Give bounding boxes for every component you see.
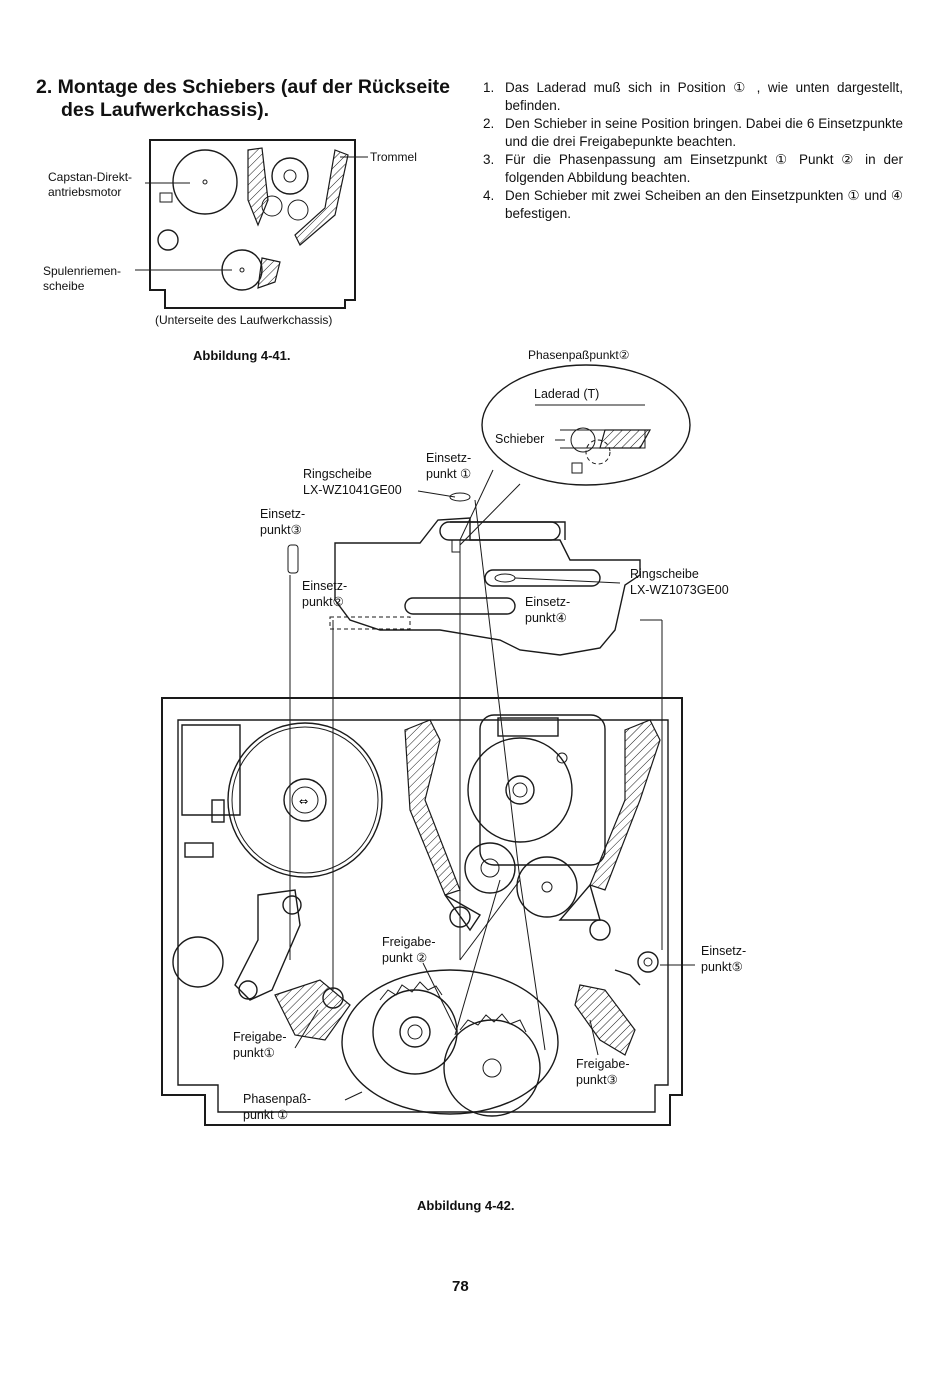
label-capstan-line2: antriebsmotor: [48, 185, 122, 199]
label-einsetz1-line1: Einsetz-: [426, 451, 472, 465]
instruction-step: 4.Den Schieber mit zwei Scheiben an den …: [483, 188, 903, 221]
instruction-step: 1.Das Laderad muß sich in Position ① , w…: [483, 80, 903, 113]
gear-left: [372, 989, 458, 1075]
label-freigabe3-line2: punkt③: [576, 1073, 618, 1087]
label-einsetz5-line1: Einsetz-: [701, 944, 747, 958]
instruction-list: 1.Das Laderad muß sich in Position ① , w…: [483, 79, 903, 223]
slider-outline: [334, 517, 641, 656]
chassis-outline: [161, 697, 683, 1126]
reel-disc: [227, 722, 383, 878]
gear-right: [443, 1019, 541, 1117]
instruction-step: 3.Für die Phasenpassung am Einsetzpunkt …: [483, 152, 903, 185]
label-ringscheibe2-line2: LX-WZ1073GE00: [630, 583, 729, 597]
section-heading-line1: 2. Montage des Schiebers (auf der Rückse…: [36, 76, 450, 98]
label-freigabe1-line1: Freigabe-: [233, 1030, 287, 1044]
label-einsetz4-line1: Einsetz-: [525, 595, 571, 609]
label-ringscheibe1-line1: Ringscheibe: [303, 467, 372, 481]
figure-4-42-caption: Abbildung 4-42.: [417, 1198, 515, 1213]
label-freigabe3-line1: Freigabe-: [576, 1057, 630, 1071]
section-heading-line2: des Laufwerkchassis).: [61, 99, 270, 121]
label-schieber: Schieber: [495, 432, 545, 446]
label-einsetz3-line2: punkt③: [260, 523, 302, 537]
label-einsetz3-line1: Einsetz-: [260, 507, 306, 521]
label-freigabe2-line2: punkt ②: [382, 951, 428, 965]
label-ringscheibe2-line1: Ringscheibe: [630, 567, 699, 581]
label-spulen-line1: Spulenriemen-: [43, 264, 122, 278]
figure-4-41-caption: Abbildung 4-41.: [193, 348, 291, 363]
label-freigabe1-line2: punkt①: [233, 1046, 275, 1060]
figure-4-41-drawing: [135, 139, 368, 309]
label-einsetz2-line1: Einsetz-: [302, 579, 348, 593]
label-einsetz5-line2: punkt⑤: [701, 960, 743, 974]
label-einsetz2-line2: punkt②: [302, 595, 344, 609]
label-einsetz4-line2: punkt④: [525, 611, 567, 625]
label-freigabe2-line1: Freigabe-: [382, 935, 436, 949]
label-trommel: Trommel: [370, 150, 417, 164]
label-spulen-line2: scheibe: [43, 279, 85, 293]
figure-4-42-drawing: ⇔: [161, 364, 695, 1126]
label-laderad: Laderad (T): [534, 387, 600, 401]
label-phasenpass1-line2: punkt ①: [243, 1108, 289, 1122]
svg-text:⇔: ⇔: [299, 795, 308, 808]
instruction-step: 2.Den Schieber in seine Position bringen…: [483, 116, 903, 149]
section-heading: 2. Montage des Schiebers (auf der Rückse…: [36, 76, 476, 122]
drum-shape: [271, 157, 309, 195]
label-phasenpass-2: Phasenpaßpunkt②: [528, 348, 630, 362]
label-ringscheibe1-line2: LX-WZ1041GE00: [303, 483, 402, 497]
label-capstan-line1: Capstan-Direkt-: [48, 170, 133, 184]
label-underside: (Unterseite des Laufwerkchassis): [155, 313, 333, 327]
capstan-motor-shape: [172, 149, 238, 215]
label-einsetz1-line2: punkt ①: [426, 467, 472, 481]
gear-housing: [341, 969, 559, 1115]
label-phasenpass1-line1: Phasenpaß-: [243, 1092, 312, 1106]
page-number: 78: [452, 1278, 469, 1295]
drum-disc: [467, 737, 573, 843]
detail-bubble: [481, 364, 691, 486]
